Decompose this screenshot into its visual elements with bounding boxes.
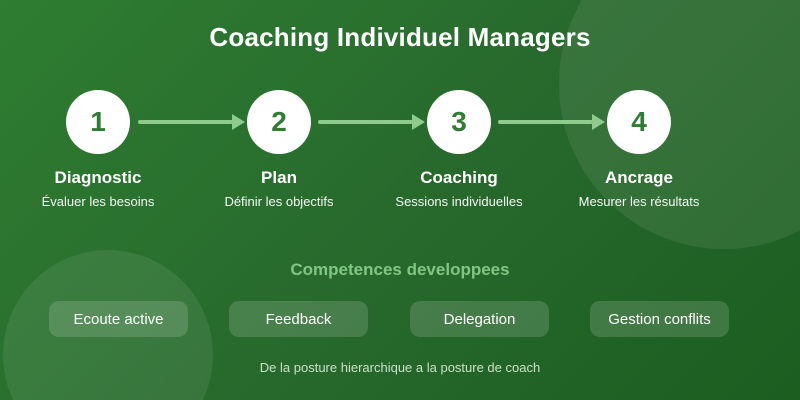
step-description: Mesurer les résultats <box>578 194 700 209</box>
step-name: Coaching <box>420 168 498 187</box>
step-number-circle: 2 <box>247 90 311 154</box>
step-number: 3 <box>451 106 467 137</box>
step-plan: 2 Plan Définir les objectifs <box>189 90 369 209</box>
pill-feedback: Feedback <box>229 301 368 337</box>
step-number: 1 <box>90 106 106 137</box>
step-number-circle: 4 <box>607 90 671 154</box>
step-number: 2 <box>271 106 287 137</box>
step-name: Ancrage <box>604 168 674 187</box>
arrow-right-icon <box>138 114 245 130</box>
step-number-circle: 3 <box>427 90 491 154</box>
pill-gestion-conflits: Gestion conflits <box>590 301 729 337</box>
step-description: Sessions individuelles <box>395 194 523 209</box>
arrow-right-icon <box>318 114 425 130</box>
step-coaching: 3 Coaching Sessions individuelles <box>369 90 549 209</box>
step-description: Définir les objectifs <box>224 194 334 209</box>
step-description: Évaluer les besoins <box>41 194 155 209</box>
competences-heading: Competences developpees <box>290 260 510 279</box>
step-name: Diagnostic <box>54 168 142 187</box>
step-ancrage: 4 Ancrage Mesurer les résultats <box>549 90 729 209</box>
step-number: 4 <box>631 106 647 137</box>
step-name: Plan <box>261 168 297 187</box>
arrow-right-icon <box>498 114 605 130</box>
footer-tagline: De la posture hierarchique a la posture … <box>259 360 541 375</box>
pill-ecoute-active: Ecoute active <box>49 301 188 337</box>
pill-delegation: Delegation <box>410 301 549 337</box>
page-title: Coaching Individuel Managers <box>209 22 591 52</box>
step-diagnostic: 1 Diagnostic Évaluer les besoins <box>8 90 188 209</box>
step-number-circle: 1 <box>66 90 130 154</box>
